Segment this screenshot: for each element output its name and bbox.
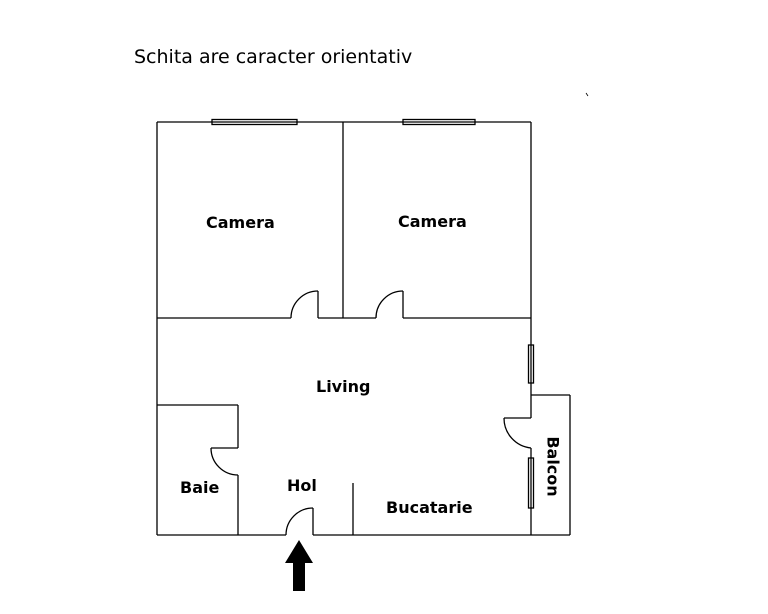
window-top-left: [211, 118, 298, 126]
entrance-arrow-icon: [285, 540, 313, 591]
room-label-living: Living: [316, 377, 371, 396]
room-label-baie: Baie: [180, 478, 220, 497]
room-label-camera-left: Camera: [206, 213, 275, 232]
window-balcony: [527, 457, 535, 509]
door-baie: [210, 447, 239, 476]
door-balcony: [503, 417, 532, 449]
door-bedroom-left: [290, 290, 319, 319]
room-label-bucatarie: Bucatarie: [386, 498, 473, 517]
window-living-right: [527, 344, 535, 384]
stray-mark: [585, 92, 589, 97]
door-bedroom-right: [375, 290, 404, 319]
room-label-hol: Hol: [287, 476, 317, 495]
room-label-camera-right: Camera: [398, 212, 467, 231]
window-top-right: [402, 118, 476, 126]
room-label-balcon: Balcon: [543, 436, 563, 497]
plan-title: Schita are caracter orientativ: [134, 46, 413, 68]
door-entrance: [285, 507, 314, 536]
